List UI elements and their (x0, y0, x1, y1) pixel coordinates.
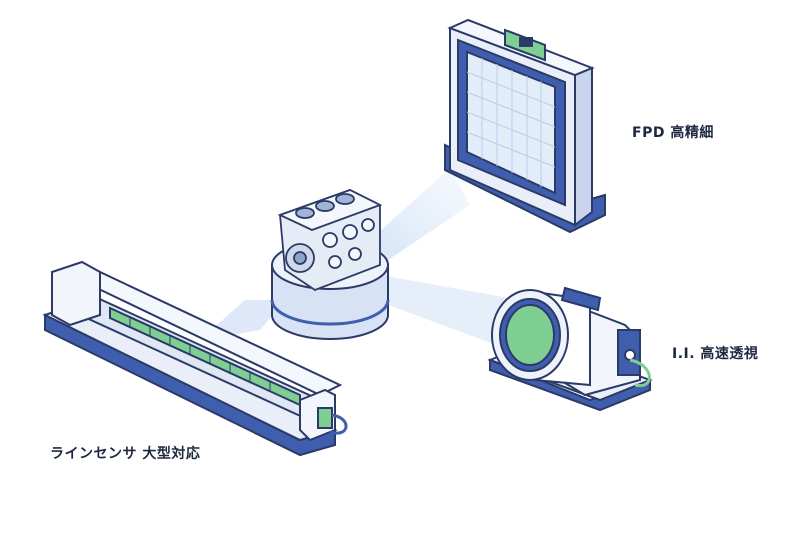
image-intensifier-icon (487, 286, 653, 412)
engine-block-icon (277, 189, 383, 292)
line-sensor-icon (42, 260, 348, 457)
beam-to-ii (375, 275, 520, 350)
line-sensor-label: ラインセンサ 大型対応 (50, 446, 201, 462)
flat-panel-detector-icon (444, 18, 606, 234)
beam-to-fpd (370, 168, 470, 262)
fpd-label: FPD 高精細 (632, 125, 714, 141)
ii-label: I.I. 高速透視 (672, 346, 759, 362)
